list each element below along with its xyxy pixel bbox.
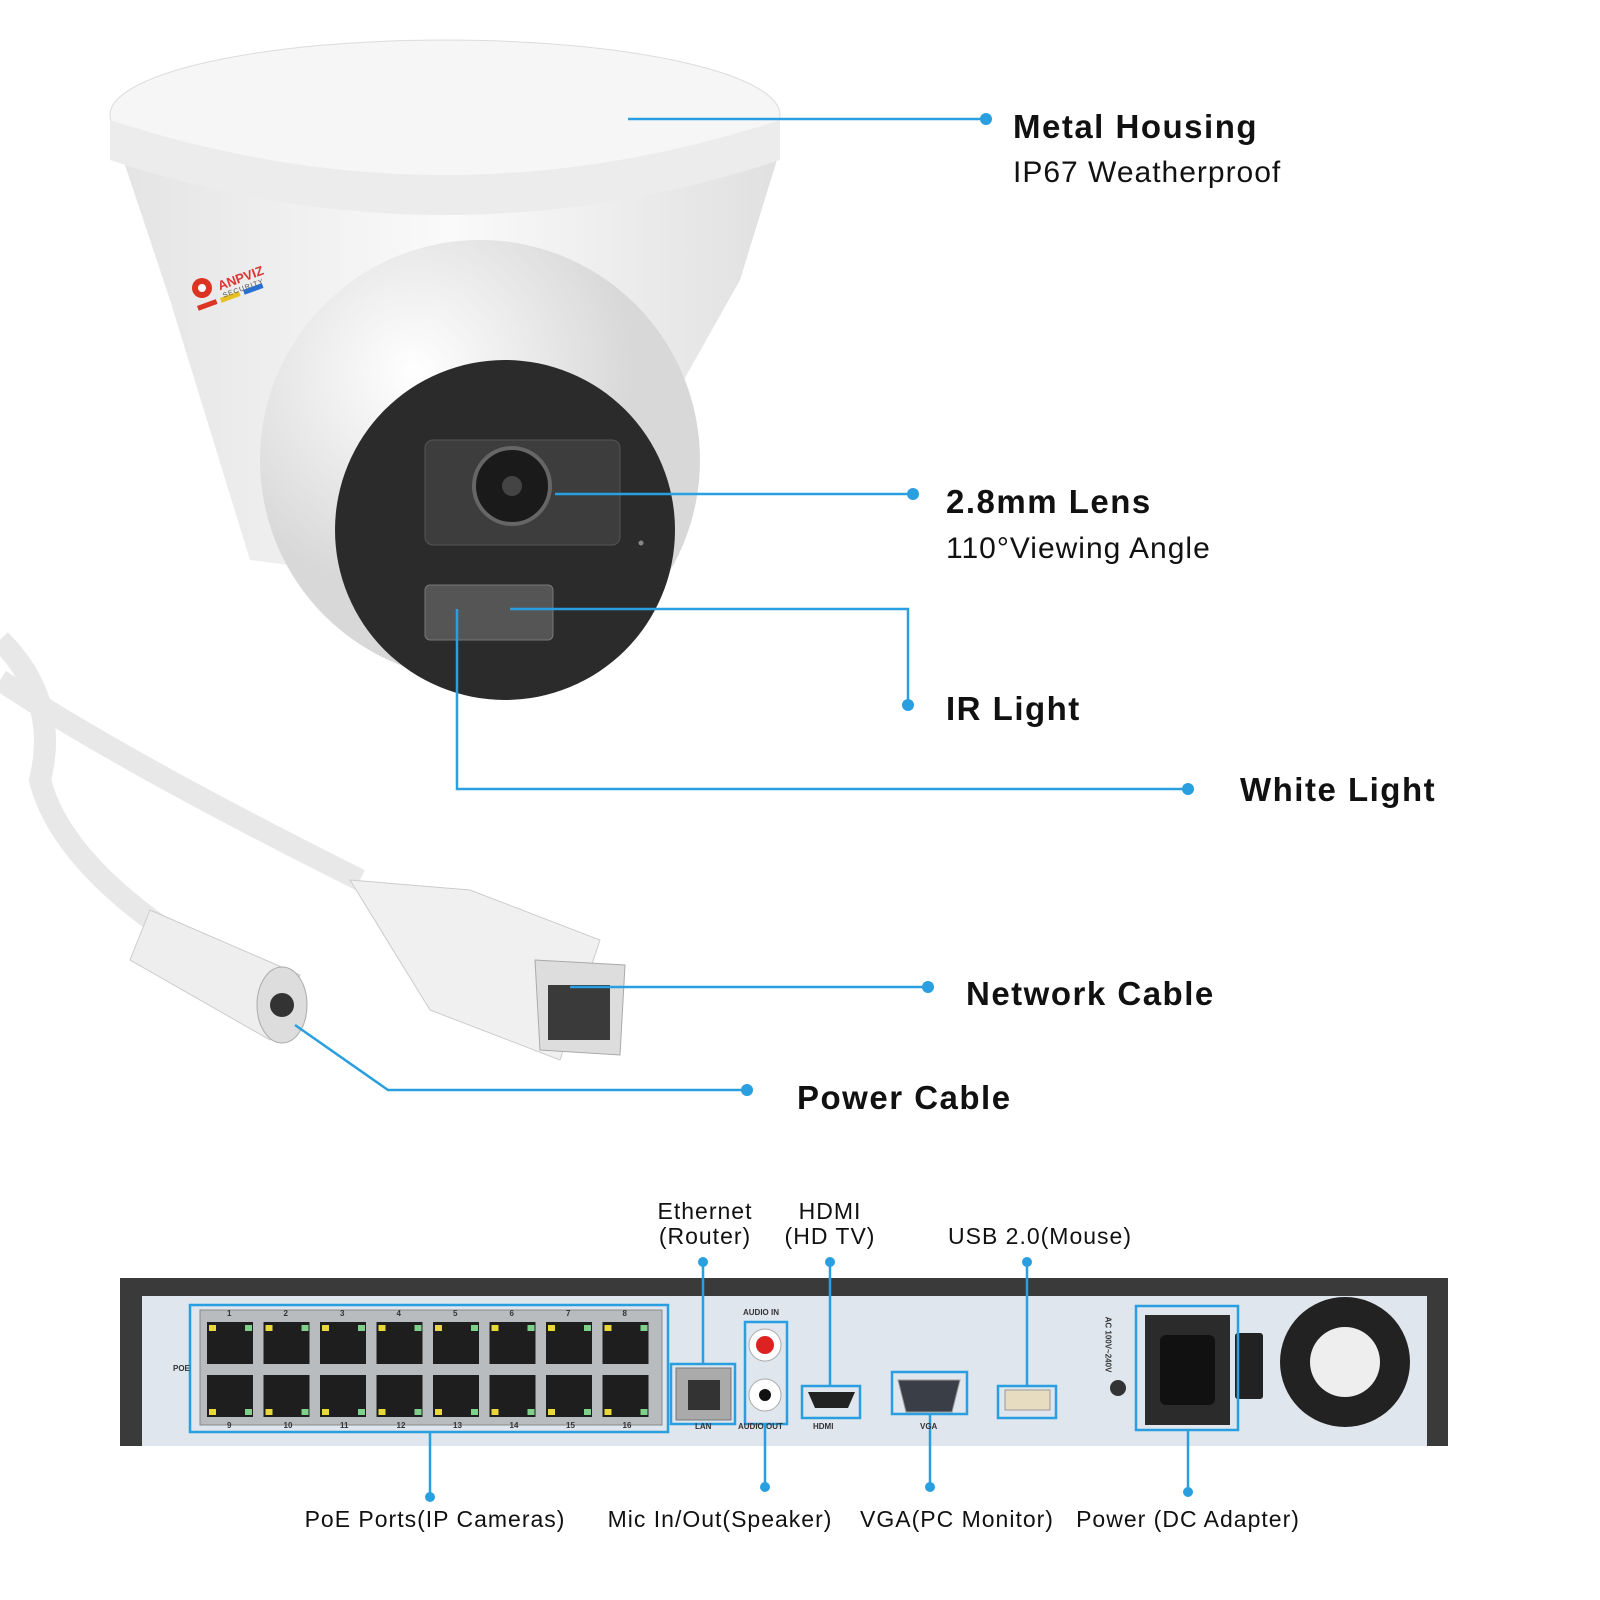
port-led xyxy=(358,1409,365,1415)
port-led xyxy=(358,1325,365,1331)
port-led xyxy=(322,1409,329,1415)
viewing-angle-label: 110°Viewing Angle xyxy=(946,532,1211,565)
poe-ports-label: PoE Ports(IP Cameras) xyxy=(304,1506,566,1532)
port-led xyxy=(527,1325,535,1331)
hdmi-port xyxy=(808,1392,855,1408)
usb-port xyxy=(1004,1389,1051,1411)
port-led xyxy=(604,1409,612,1415)
port-number: 11 xyxy=(340,1421,349,1430)
port-led xyxy=(491,1325,499,1331)
poe-panel-text: POE xyxy=(173,1364,190,1373)
vga-port xyxy=(897,1379,961,1413)
audio-in-text: AUDIO IN xyxy=(743,1308,779,1317)
port-led xyxy=(548,1325,555,1331)
ethernet-label-line2: (Router) xyxy=(658,1223,752,1249)
port-number: 3 xyxy=(340,1309,345,1318)
microphone-hole xyxy=(638,540,644,546)
camera-rim-band xyxy=(110,120,780,215)
port-led xyxy=(301,1325,309,1331)
hdmi-label-line2: (HD TV) xyxy=(784,1223,876,1249)
white-light-label: White Light xyxy=(1240,771,1437,808)
camera-callout-lines xyxy=(294,117,1188,1092)
power-connector xyxy=(129,909,308,1044)
port-led xyxy=(471,1409,478,1415)
network-connector xyxy=(349,879,626,1061)
port-led xyxy=(322,1325,329,1331)
port-number: 6 xyxy=(509,1309,514,1318)
port-led xyxy=(245,1409,252,1415)
usb-label: USB 2.0(Mouse) xyxy=(947,1223,1133,1249)
port-number: 5 xyxy=(453,1309,458,1318)
port-led xyxy=(604,1325,612,1331)
port-led xyxy=(209,1409,216,1415)
port-led xyxy=(265,1325,273,1331)
lens-label: 2.8mm Lens xyxy=(946,483,1152,520)
port-led xyxy=(435,1409,442,1415)
port-number: 8 xyxy=(622,1309,627,1318)
hdmi-label: HDMI (HD TV) xyxy=(785,1199,876,1249)
hdmi-text: HDMI xyxy=(813,1422,834,1431)
ir-light-window xyxy=(424,584,554,641)
lan-text: LAN xyxy=(695,1422,712,1431)
port-number: 10 xyxy=(283,1421,293,1430)
port-led xyxy=(378,1409,386,1415)
port-number: 13 xyxy=(453,1421,462,1430)
port-led xyxy=(414,1409,422,1415)
port-number: 16 xyxy=(622,1421,632,1430)
port-led xyxy=(640,1409,648,1415)
network-cable-label: Network Cable xyxy=(966,975,1215,1012)
nvr-callout-lines xyxy=(188,1262,1240,1497)
dome-camera xyxy=(109,39,781,700)
nvr-recorder xyxy=(120,1278,1448,1446)
vga-label: VGA(PC Monitor) xyxy=(860,1506,1054,1532)
port-led xyxy=(527,1409,535,1415)
port-led xyxy=(301,1409,309,1415)
weatherproof-label: IP67 Weatherproof xyxy=(1013,156,1282,189)
ground-screw xyxy=(1110,1380,1126,1396)
port-number: 2 xyxy=(283,1309,288,1318)
ac-voltage-text: AC 100V~240V xyxy=(1103,1316,1113,1373)
port-led xyxy=(491,1409,499,1415)
hdmi-label-line1: HDMI xyxy=(798,1198,862,1224)
port-led xyxy=(471,1325,478,1331)
port-number: 4 xyxy=(396,1309,401,1318)
camera-cables xyxy=(0,632,626,1061)
nvr-callout-dots xyxy=(425,1257,1193,1502)
vga-text: VGA xyxy=(920,1422,938,1431)
port-number: 15 xyxy=(566,1421,575,1430)
mic-speaker-label: Mic In/Out(Speaker) xyxy=(607,1506,833,1532)
ethernet-label-line1: Ethernet xyxy=(657,1198,753,1224)
metal-housing-label: Metal Housing xyxy=(1013,108,1259,145)
ir-light-label: IR Light xyxy=(946,690,1081,727)
port-led xyxy=(548,1409,555,1415)
port-number: 7 xyxy=(566,1309,571,1318)
port-number: 14 xyxy=(509,1421,519,1430)
power-adapter-label: Power (DC Adapter) xyxy=(1076,1506,1300,1532)
port-led xyxy=(414,1325,422,1331)
port-led xyxy=(584,1409,591,1415)
power-cable-label: Power Cable xyxy=(797,1079,1012,1116)
port-number: 9 xyxy=(227,1421,232,1430)
port-number: 1 xyxy=(227,1309,232,1318)
port-led xyxy=(209,1325,216,1331)
power-switch xyxy=(1235,1333,1263,1399)
ethernet-label: Ethernet (Router) xyxy=(658,1199,753,1249)
anpviz-logo-icon xyxy=(192,278,264,311)
audio-out-text: AUDIO OUT xyxy=(738,1422,783,1431)
callout-dots xyxy=(741,113,1194,1096)
port-number: 12 xyxy=(396,1421,406,1430)
port-led xyxy=(245,1325,252,1331)
port-led xyxy=(584,1325,591,1331)
rj45-port xyxy=(548,985,610,1040)
port-led xyxy=(378,1325,386,1331)
port-led xyxy=(640,1325,648,1331)
port-led xyxy=(265,1409,273,1415)
port-led xyxy=(435,1325,442,1331)
